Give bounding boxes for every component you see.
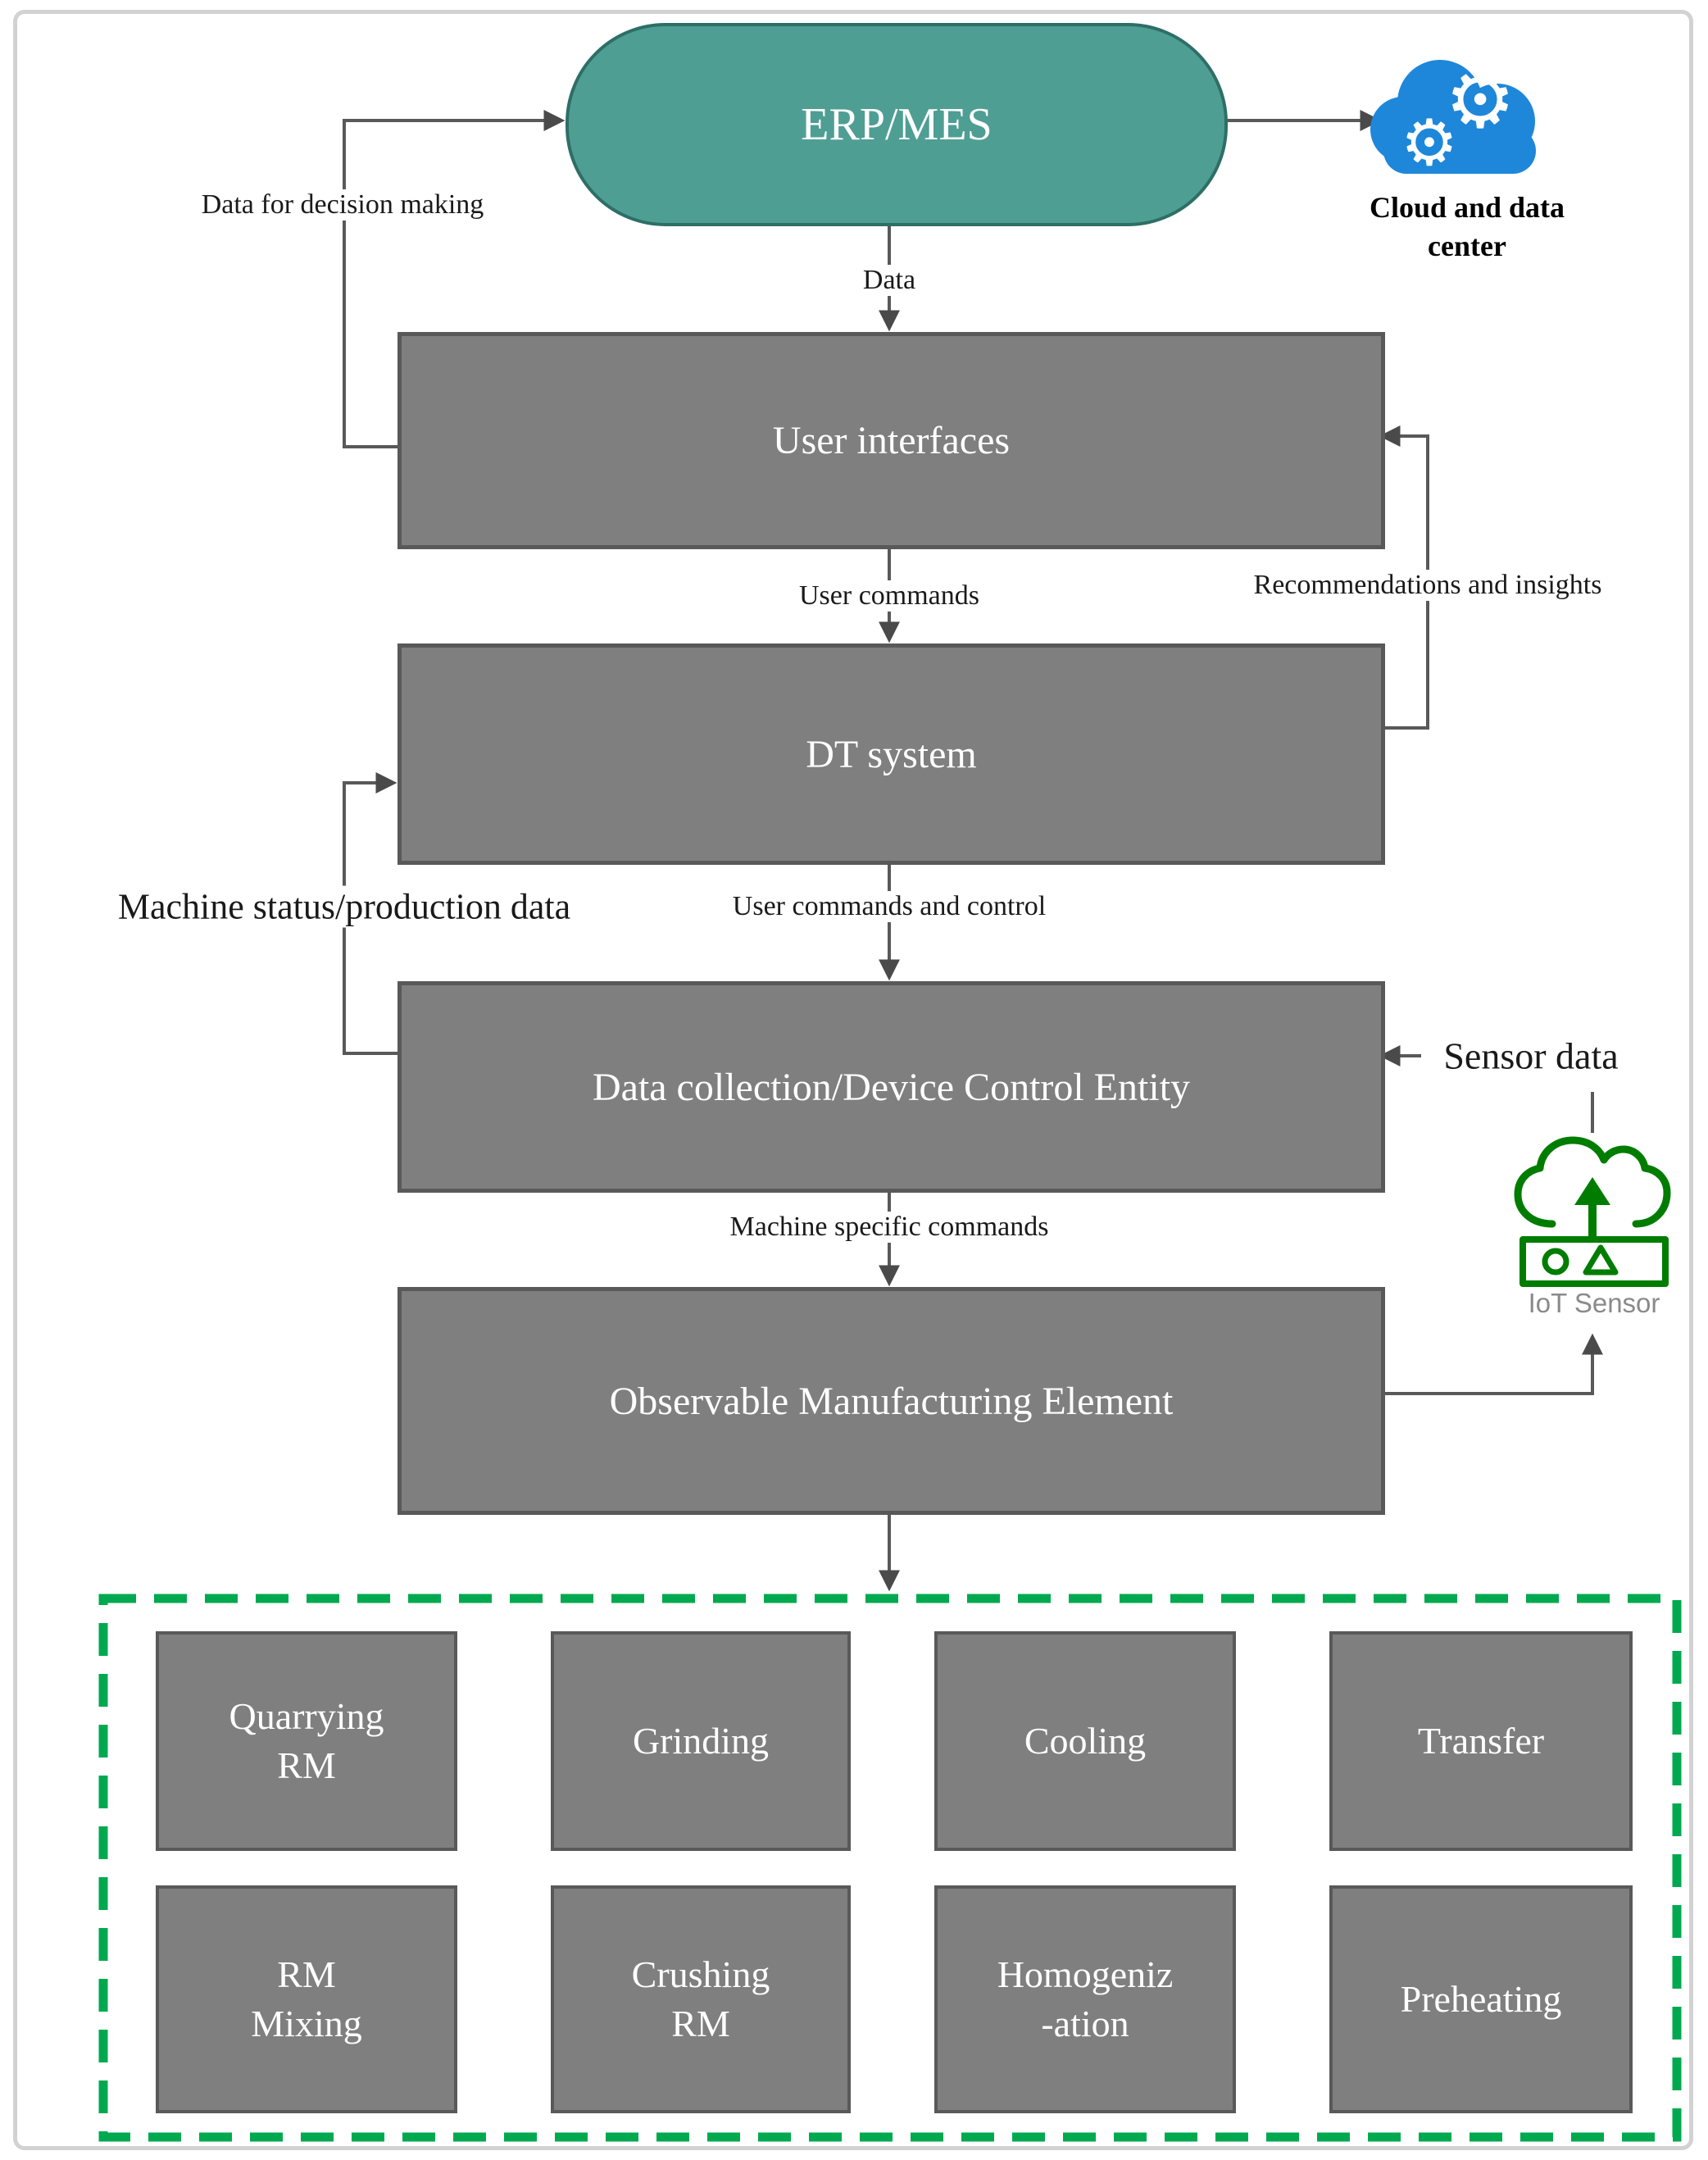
- label-data-for-decision-making: Data for decision making: [194, 189, 491, 221]
- iot-cloud-outline: [1514, 1136, 1671, 1228]
- process-box-label: RM Mixing: [251, 1953, 362, 2044]
- iot-sensor-label: IoT Sensor: [1528, 1288, 1660, 1318]
- iot-sensor-triangle: [1583, 1244, 1619, 1276]
- node-dt-system-label: DT system: [806, 732, 977, 776]
- node-observable-manufacturing-element: Observable Manufacturing Element: [397, 1287, 1385, 1515]
- process-box-crushing-rm: Crushing RM: [551, 1885, 851, 2113]
- process-box-transfer: Transfer: [1329, 1631, 1633, 1851]
- label-sensor-data: Sensor data: [1437, 1034, 1625, 1078]
- node-data-collection: Data collection/Device Control Entity: [397, 981, 1385, 1193]
- process-box-quarrying-rm: Quarrying RM: [156, 1631, 457, 1851]
- label-user-commands-and-control: User commands and control: [725, 891, 1053, 922]
- node-data-collection-label: Data collection/Device Control Entity: [592, 1065, 1191, 1109]
- node-user-interfaces: User interfaces: [397, 332, 1385, 549]
- process-box-label: Cooling: [1024, 1720, 1147, 1762]
- process-box-grinding: Grinding: [551, 1631, 851, 1851]
- cloud-and-data-center-icon: ⚙ ⚙: [1370, 54, 1536, 180]
- process-group-dashed-border: [98, 1594, 1682, 2142]
- process-box-cooling: Cooling: [934, 1631, 1236, 1851]
- process-box-rm-mixing: RM Mixing: [156, 1885, 457, 2113]
- label-recommendations-and-insights: Recommendations and insights: [1247, 570, 1609, 601]
- node-erp-mes: ERP/MES: [566, 23, 1228, 226]
- label-machine-specific-commands: Machine specific commands: [723, 1212, 1056, 1243]
- process-box-label: Crushing RM: [631, 1953, 770, 2044]
- edge-userinterfaces-to-erp: [343, 110, 566, 448]
- label-machine-status-production-data: Machine status/production data: [111, 885, 578, 928]
- iot-sensor-led-circle: [1542, 1248, 1569, 1276]
- iot-up-arrow-head: [1574, 1177, 1610, 1205]
- process-box-label: Grinding: [632, 1720, 770, 1762]
- process-box-label: Homogeniz -ation: [997, 1953, 1174, 2044]
- process-box-homogenization: Homogeniz -ation: [934, 1885, 1236, 2113]
- edge-observable-to-iotsensor: [1377, 1333, 1603, 1395]
- process-box-label: Transfer: [1417, 1720, 1545, 1762]
- iot-sensor-icon: [1514, 1136, 1671, 1287]
- node-erp-mes-label: ERP/MES: [801, 99, 993, 150]
- cloud-and-data-center-label: Cloud and data center: [1369, 191, 1565, 262]
- gear-icon: ⚙: [1401, 107, 1458, 180]
- gear-icon: ⚙: [1445, 54, 1515, 146]
- process-box-label: Preheating: [1400, 1978, 1562, 2021]
- process-box-label: Quarrying RM: [229, 1695, 384, 1786]
- process-box-preheating: Preheating: [1329, 1885, 1633, 2113]
- label-data: Data: [856, 265, 923, 296]
- node-user-interfaces-label: User interfaces: [772, 419, 1011, 462]
- node-observable-label: Observable Manufacturing Element: [609, 1379, 1174, 1423]
- label-user-commands: User commands: [792, 580, 987, 612]
- node-dt-system: DT system: [397, 643, 1385, 865]
